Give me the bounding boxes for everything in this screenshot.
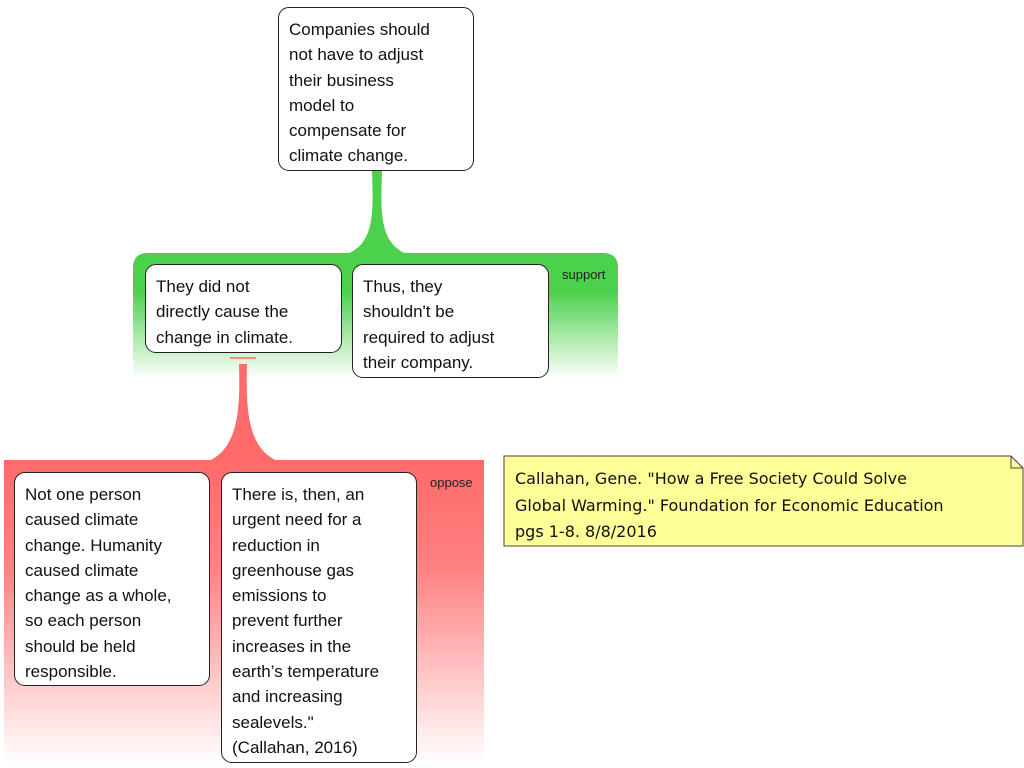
oppose-premise-2[interactable]: There is, then, an urgent need for a red…: [221, 472, 417, 763]
citation-note[interactable]: Callahan, Gene. "How a Free Society Coul…: [515, 469, 944, 541]
oppose-premise-1[interactable]: Not one person caused climate change. Hu…: [14, 472, 210, 686]
oppose-connector: [206, 364, 280, 462]
note-shape: [503, 455, 1024, 547]
main-claim-box[interactable]: Companies should not have to adjust thei…: [278, 7, 474, 171]
support-connector: [344, 171, 410, 255]
oppose-tag: oppose: [430, 475, 473, 490]
support-premise-1[interactable]: They did not directly cause the change i…: [145, 264, 342, 353]
support-premise-2[interactable]: Thus, they shouldn't be required to adju…: [352, 264, 549, 378]
support-tag: support: [562, 267, 606, 282]
note-fold: [1010, 456, 1023, 469]
